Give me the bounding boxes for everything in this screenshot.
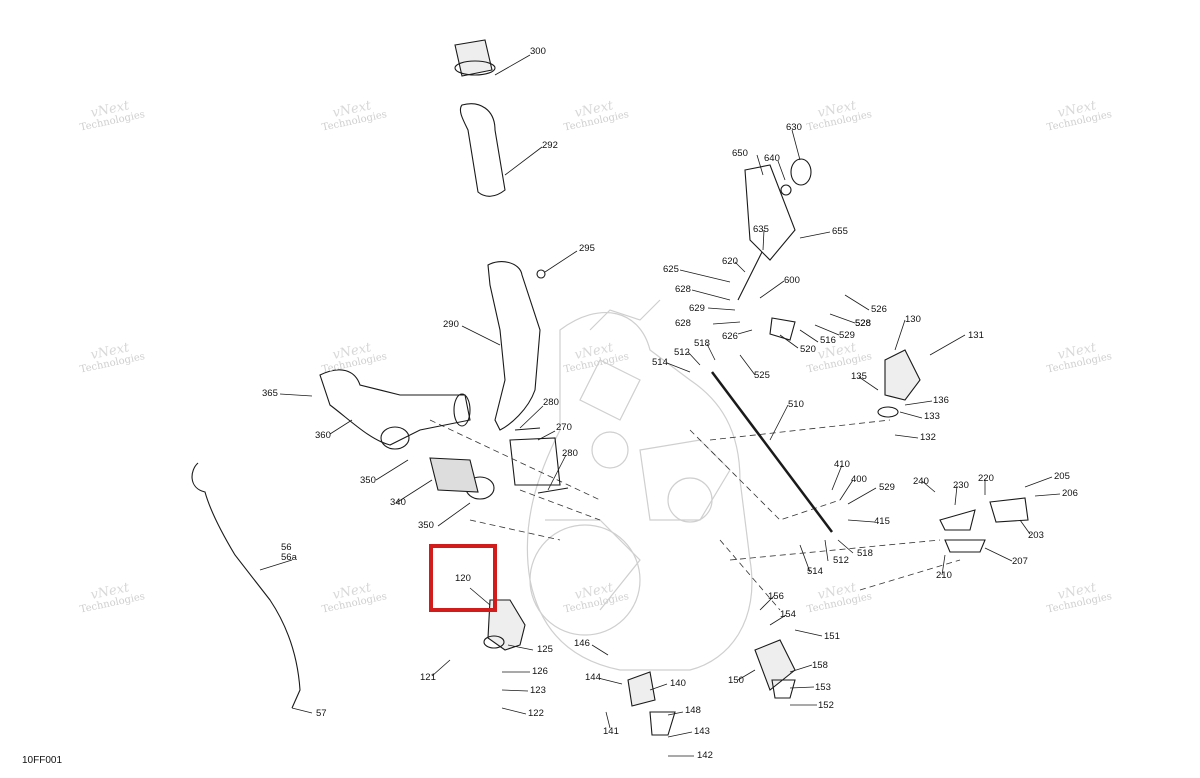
callout-label[interactable]: 150 (728, 675, 744, 686)
callout-label[interactable]: 123 (530, 685, 546, 696)
callout-label[interactable]: 292 (542, 140, 558, 151)
callout-label[interactable]: 300 (530, 46, 546, 57)
callout-label[interactable]: 512 (674, 347, 690, 358)
callout-label[interactable]: 207 (1012, 556, 1028, 567)
callout-label[interactable]: 140 (670, 678, 686, 689)
callout-label[interactable]: 126 (532, 666, 548, 677)
callout-label[interactable]: 518 (694, 338, 710, 349)
callout-label[interactable]: 655 (832, 226, 848, 237)
callout-label[interactable]: 158 (812, 660, 828, 671)
callout-label[interactable]: 131 (968, 330, 984, 341)
callout-label[interactable]: 56a (281, 552, 297, 563)
callout-label[interactable]: 153 (815, 682, 831, 693)
callout-label[interactable]: 203 (1028, 530, 1044, 541)
callout-label[interactable]: 220 (978, 473, 994, 484)
callout-label[interactable]: 512 (833, 555, 849, 566)
callout-label[interactable]: 630 (786, 122, 802, 133)
callout-label[interactable]: 518 (857, 548, 873, 559)
callout-label[interactable]: 620 (722, 256, 738, 267)
callout-label[interactable]: 628 (675, 284, 691, 295)
callout-label[interactable]: 240 (913, 476, 929, 487)
callout-label[interactable]: 340 (390, 497, 406, 508)
guide-lines (429, 419, 961, 611)
callout-label[interactable]: 635 (753, 224, 769, 235)
callout-label[interactable]: 295 (579, 243, 595, 254)
callout-label[interactable]: 628 (675, 318, 691, 329)
callout-label[interactable]: 510 (788, 399, 804, 410)
callout-label[interactable]: 415 (874, 516, 890, 527)
callout-label[interactable]: 56 (281, 542, 292, 553)
callout-label[interactable]: 135 (851, 371, 867, 382)
callout-label[interactable]: 520 (800, 344, 816, 355)
callout-label[interactable]: 528 (855, 318, 871, 329)
callout-label[interactable]: 280 (562, 448, 578, 459)
callout-label[interactable]: 360 (315, 430, 331, 441)
callout-label[interactable]: 365 (262, 388, 278, 399)
callout-label[interactable]: 156 (768, 591, 784, 602)
callout-label[interactable]: 143 (694, 726, 710, 737)
callout-label[interactable]: 205 (1054, 471, 1070, 482)
callout-label[interactable]: 410 (834, 459, 850, 470)
callout-label[interactable]: 133 (924, 411, 940, 422)
callout-label[interactable]: 516 (820, 335, 836, 346)
callout-label[interactable]: 132 (920, 432, 936, 443)
callout-label[interactable]: 57 (316, 708, 327, 719)
callout-label[interactable]: 629 (689, 303, 705, 314)
figure-code: 10FF001 (22, 755, 63, 766)
callout-label[interactable]: 210 (936, 570, 952, 581)
callout-label[interactable]: 280 (543, 397, 559, 408)
highlight-box (429, 544, 497, 612)
callout-label[interactable]: 600 (784, 275, 800, 286)
callout-label[interactable]: 625 (663, 264, 679, 275)
leader-lines (259, 54, 1061, 757)
callout-label[interactable]: 151 (824, 631, 840, 642)
callout-label[interactable]: 230 (953, 480, 969, 491)
callout-label[interactable]: 350 (418, 520, 434, 531)
callout-label[interactable]: 142 (697, 750, 713, 761)
callout-label[interactable]: 136 (933, 395, 949, 406)
callout-label[interactable]: 121 (420, 672, 436, 683)
callout-label[interactable]: 290 (443, 319, 459, 330)
callout-label[interactable]: 154 (780, 609, 796, 620)
callout-label[interactable]: 148 (685, 705, 701, 716)
callout-label[interactable]: 144 (585, 672, 601, 683)
callout-label[interactable]: 525 (754, 370, 770, 381)
callout-label[interactable]: 400 (851, 474, 867, 485)
engine-ghost (526, 299, 753, 671)
parts-art (191, 39, 1029, 736)
callout-label[interactable]: 529 (879, 482, 895, 493)
callout-label[interactable]: 640 (764, 153, 780, 164)
callout-label[interactable]: 122 (528, 708, 544, 719)
callout-label[interactable]: 270 (556, 422, 572, 433)
callout-label[interactable]: 152 (818, 700, 834, 711)
callout-label[interactable]: 626 (722, 331, 738, 342)
callout-label[interactable]: 526 (871, 304, 887, 315)
callout-label[interactable]: 514 (807, 566, 823, 577)
callout-label-highlighted[interactable]: 120 (455, 573, 471, 584)
callout-label[interactable]: 146 (574, 638, 590, 649)
callout-label[interactable]: 350 (360, 475, 376, 486)
callout-label[interactable]: 528 (855, 318, 871, 329)
callout-label[interactable]: 125 (537, 644, 553, 655)
callout-label[interactable]: 206 (1062, 488, 1078, 499)
callout-label[interactable]: 141 (603, 726, 619, 737)
callout-label[interactable]: 130 (905, 314, 921, 325)
callout-label[interactable]: 650 (732, 148, 748, 159)
callout-label[interactable]: 529 (839, 330, 855, 341)
callout-label[interactable]: 514 (652, 357, 668, 368)
